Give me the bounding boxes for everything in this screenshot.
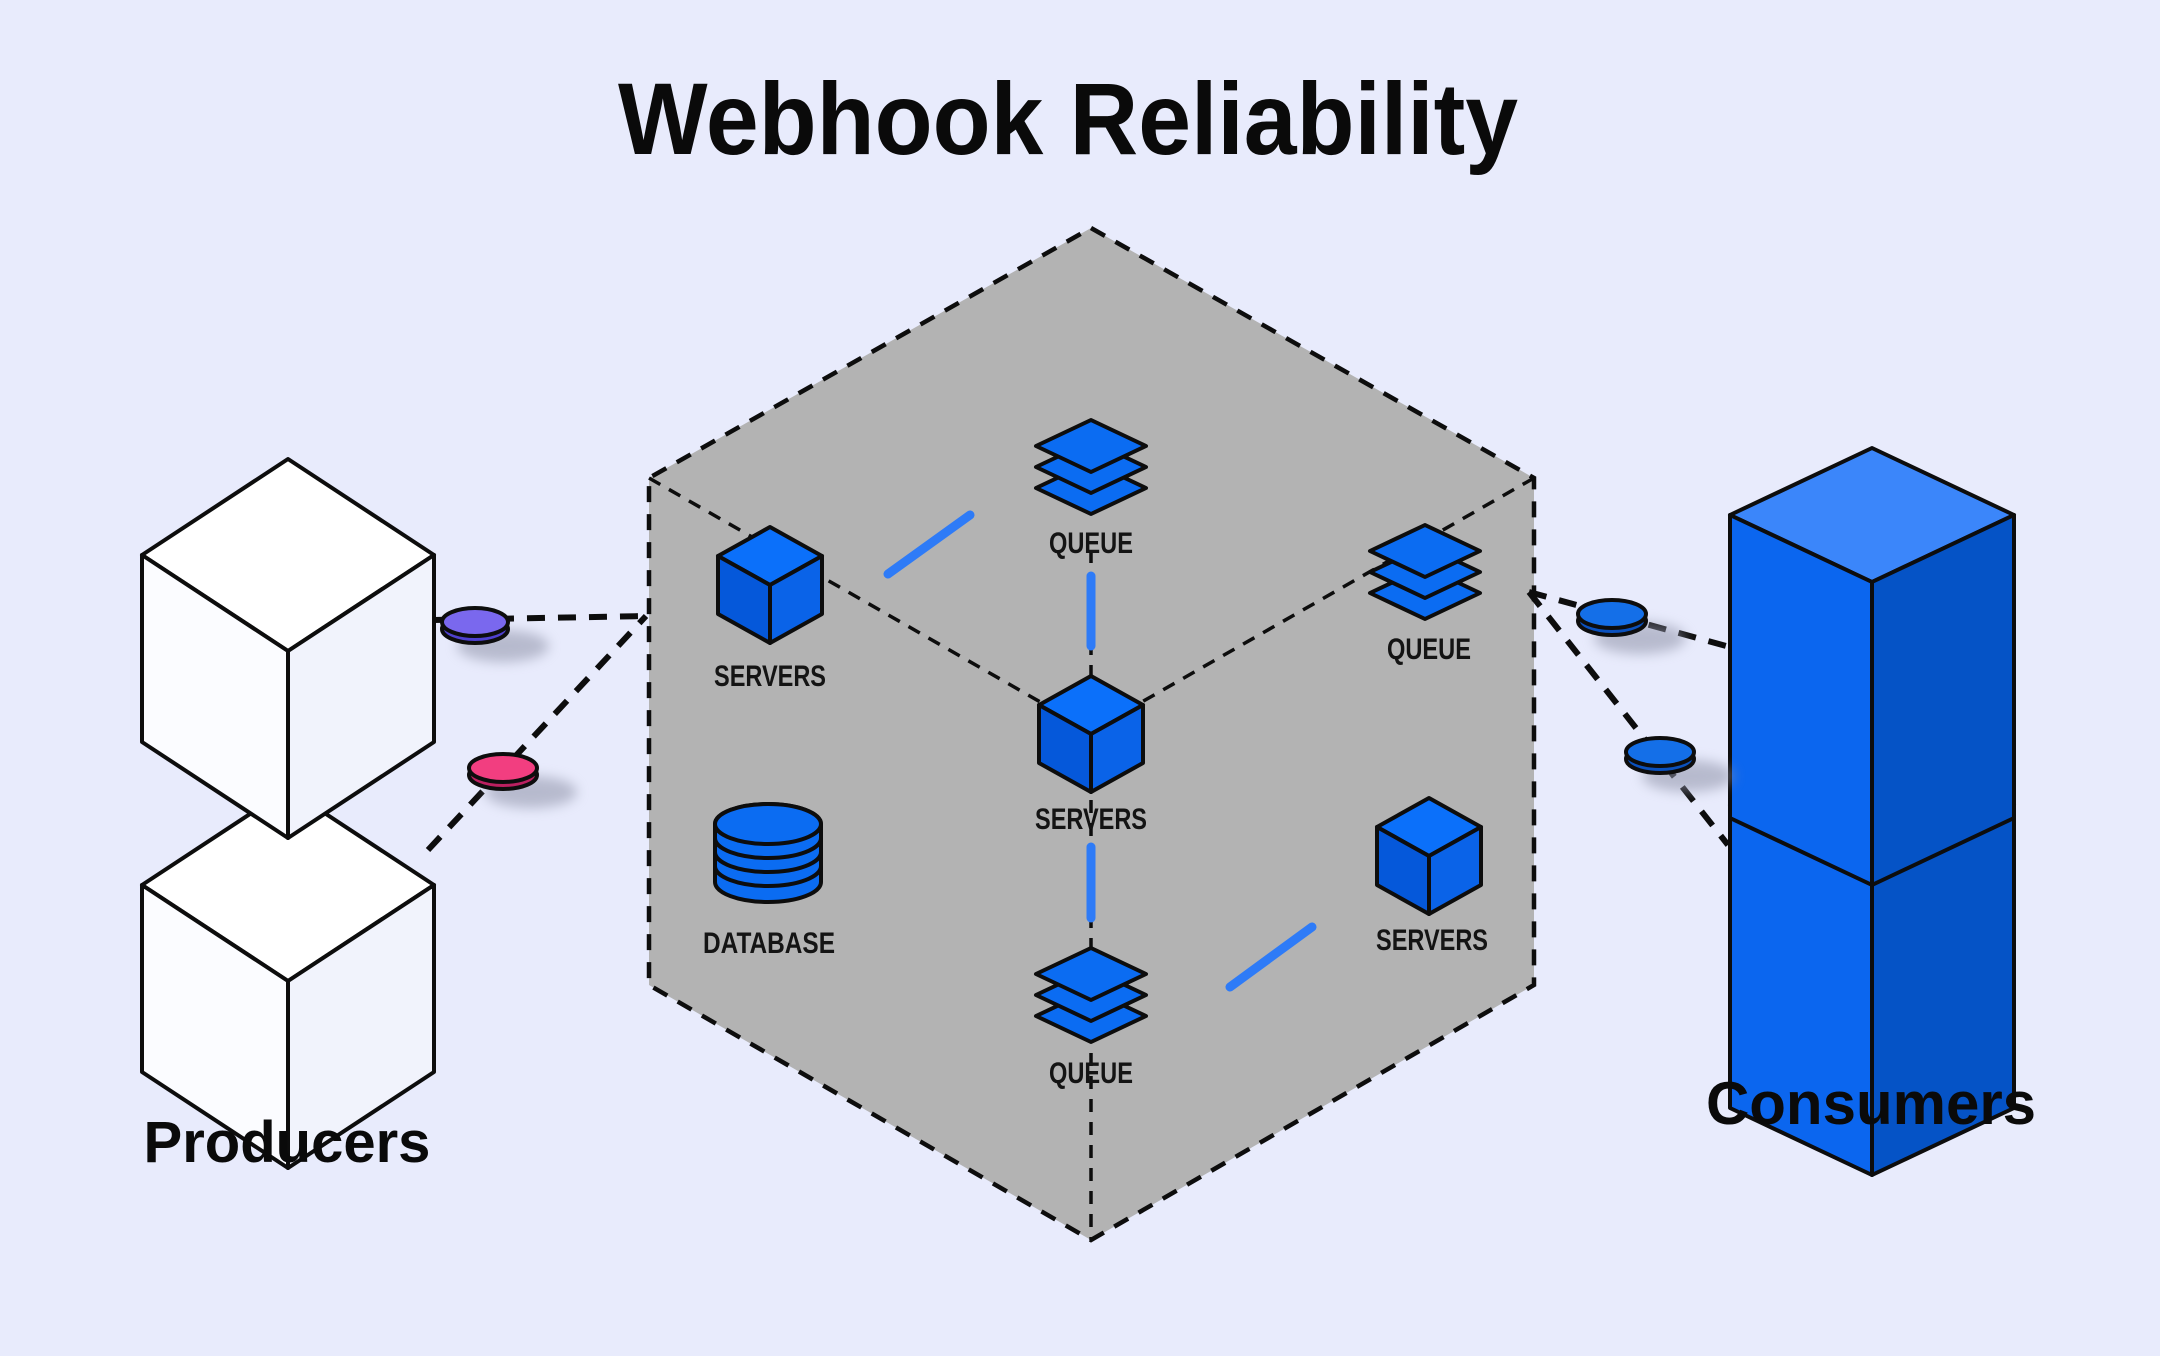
servers-right-icon (1375, 796, 1483, 916)
servers-left-icon (716, 525, 824, 645)
producer-cube-top (140, 457, 436, 840)
queue-bottom-icon (1034, 946, 1148, 1044)
servers-center-label: SERVERS (1035, 803, 1147, 836)
producer-connectors (425, 606, 649, 853)
page-title: Webhook Reliability (618, 62, 1518, 176)
inner-edge-left (648, 476, 1092, 733)
producers-group: Producers (140, 457, 436, 1175)
producer-cube-bottom (140, 787, 436, 1170)
event-dot-purple (440, 606, 549, 662)
queue-right-label: QUEUE (1387, 633, 1471, 666)
queue-top-label: QUEUE (1049, 527, 1133, 560)
consumers-label: Consumers (1706, 1070, 2036, 1137)
servers-right-label: SERVERS (1376, 924, 1488, 957)
consumer-cube-top (1728, 446, 2016, 887)
database-icon (713, 802, 823, 904)
queue-right-icon (1368, 523, 1482, 621)
event-dot-blue-lower (1624, 736, 1734, 792)
connector-producer-bottom (425, 613, 649, 853)
consumer-connectors (1526, 589, 1734, 847)
consumers-group: Consumers (1706, 446, 2036, 1177)
event-dot-blue-upper (1576, 598, 1686, 654)
system-nodes: SERVERS QUEUE QUEUE SERVERS (703, 418, 1488, 1090)
link-servers-queue-top (883, 510, 975, 579)
queue-bottom-label: QUEUE (1049, 1057, 1133, 1090)
flow-links (883, 510, 1317, 992)
producers-label: Producers (144, 1110, 431, 1175)
connector-consumer-bottom (1526, 590, 1731, 847)
servers-left-label: SERVERS (714, 660, 826, 693)
link-queue-servers-right (1225, 922, 1317, 992)
queue-top-icon (1034, 418, 1148, 516)
servers-center-icon (1037, 674, 1145, 794)
database-label: DATABASE (703, 927, 835, 960)
event-dot-pink (467, 752, 577, 808)
inner-edge-right (1090, 476, 1535, 733)
